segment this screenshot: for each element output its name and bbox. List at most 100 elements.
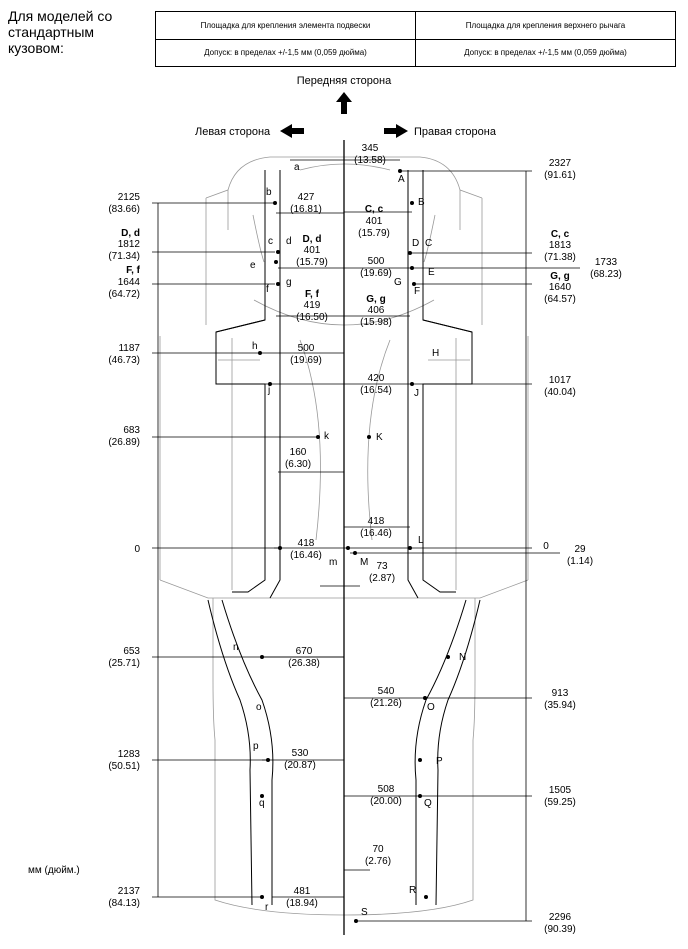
- left-dim-in: (64.72): [108, 289, 140, 300]
- left-dim-in: (26.89): [108, 437, 140, 448]
- center-dim-mm: 420: [368, 373, 385, 384]
- center-dimensions: 345 (13.58) 427 (16.81) C, c 401 (15.79)…: [284, 143, 402, 909]
- point-labels: a A b B c d D C e E g G f F h H j J k K …: [233, 162, 466, 918]
- point-label: G: [394, 277, 402, 288]
- center-dim-in: (21.26): [370, 698, 402, 709]
- left-dim-mm: 683: [123, 425, 140, 436]
- right-dim-in: (64.57): [544, 294, 576, 305]
- point-label: L: [418, 535, 424, 546]
- center-dim-code: C, c: [365, 204, 384, 215]
- left-dimensions: 2125 (83.66) D, d 1812 (71.34) F, f 1644…: [108, 192, 140, 909]
- left-dim-in: (46.73): [108, 355, 140, 366]
- table-header-cell: Площадка для крепления элемента подвески: [155, 11, 416, 40]
- right-dim-in: (35.94): [544, 700, 576, 711]
- table-cell: Допуск: в пределах +/-1,5 мм (0,059 дюйм…: [155, 38, 416, 67]
- center-dim-in: (15.98): [360, 317, 392, 328]
- center-dim-in: (16.46): [290, 550, 322, 561]
- point-label: n: [233, 642, 239, 653]
- center-dim-in: (2.76): [365, 856, 391, 867]
- center-dim-mm: 419: [304, 300, 321, 311]
- center-dim-mm: 481: [294, 886, 311, 897]
- point-label: b: [266, 187, 272, 198]
- point-label: a: [294, 162, 300, 173]
- point-label: K: [376, 432, 383, 443]
- center-dim-mm: 70: [372, 844, 384, 855]
- right-dim-in: (68.23): [590, 269, 622, 280]
- point-label: k: [324, 431, 330, 442]
- left-dim-mm: 1644: [118, 277, 141, 288]
- right-dim-mm: 913: [552, 688, 569, 699]
- point-label: j: [267, 385, 270, 396]
- right-dim-in: (90.39): [544, 924, 576, 935]
- point-label: p: [253, 741, 259, 752]
- center-dim-in: (19.69): [290, 355, 322, 366]
- left-dim-mm: 653: [123, 646, 140, 657]
- point-label: O: [427, 702, 435, 713]
- right-dim-mm: 2296: [549, 912, 572, 923]
- center-dim-in: (20.87): [284, 760, 316, 771]
- point-label: d: [286, 236, 292, 247]
- measurement-points: [258, 169, 450, 923]
- left-dim-mm: 0: [134, 544, 140, 555]
- point-label: m: [329, 557, 337, 568]
- front-arrow-icon: [336, 92, 352, 114]
- center-dim-in: (6.30): [285, 459, 311, 470]
- point-label: B: [418, 197, 425, 208]
- point-label: c: [268, 236, 273, 247]
- center-dim-in: (18.94): [286, 898, 318, 909]
- point-label: S: [361, 907, 368, 918]
- center-dim-mm: 540: [378, 686, 395, 697]
- left-label: Левая сторона: [195, 126, 271, 138]
- center-dim-in: (16.46): [360, 528, 392, 539]
- right-dim-mm: 2327: [549, 158, 572, 169]
- right-dim-mm: 0: [543, 541, 549, 552]
- right-dim-mm: 29: [574, 544, 586, 555]
- center-dim-mm: 160: [290, 447, 307, 458]
- center-dim-mm: 418: [368, 516, 385, 527]
- point-label: o: [256, 702, 262, 713]
- right-dim-in: (71.38): [544, 252, 576, 263]
- point-label: A: [398, 174, 405, 185]
- center-dim-in: (15.79): [358, 228, 390, 239]
- right-dim-in: (91.61): [544, 170, 576, 181]
- point-label: F: [414, 286, 420, 297]
- point-label: C: [425, 238, 432, 249]
- center-dim-mm: 73: [376, 561, 388, 572]
- table-header-cell: Площадка для крепления верхнего рычага: [415, 11, 676, 40]
- left-dim-in: (83.66): [108, 204, 140, 215]
- center-dim-code: F, f: [305, 289, 320, 300]
- point-label: N: [459, 652, 466, 663]
- center-dim-in: (20.00): [370, 796, 402, 807]
- right-dim-code: C, c: [551, 229, 570, 240]
- center-dim-mm: 670: [296, 646, 313, 657]
- right-dimensions: 2327 (91.61) C, c 1813 (71.38) 1733 (68.…: [543, 158, 622, 935]
- center-dim-in: (16.81): [290, 204, 322, 215]
- right-dim-mm: 1017: [549, 375, 572, 386]
- table-cell: Допуск: в пределах +/-1,5 мм (0,059 дюйм…: [415, 38, 676, 67]
- point-label: M: [360, 557, 368, 568]
- center-dim-in: (2.87): [369, 573, 395, 584]
- point-label: r: [265, 902, 269, 913]
- point-label: q: [259, 798, 265, 809]
- right-dim-mm: 1813: [549, 240, 572, 251]
- right-dim-in: (59.25): [544, 797, 576, 808]
- point-label: H: [432, 348, 439, 359]
- left-dim-mm: 1812: [118, 239, 141, 250]
- point-label: g: [286, 277, 292, 288]
- center-dim-mm: 345: [362, 143, 379, 154]
- point-label: D: [412, 238, 419, 249]
- right-arrow-icon: [384, 124, 408, 138]
- right-label: Правая сторона: [414, 126, 497, 138]
- dimension-lines: [152, 159, 580, 922]
- center-dim-code: G, g: [366, 294, 385, 305]
- left-dim-code: D, d: [121, 228, 140, 239]
- left-dim-mm: 2137: [118, 886, 141, 897]
- point-label: J: [414, 388, 419, 399]
- right-dim-mm: 1640: [549, 282, 572, 293]
- point-label: e: [250, 260, 256, 271]
- center-dim-code: D, d: [303, 234, 322, 245]
- left-dim-mm: 1283: [118, 749, 141, 760]
- right-dim-in: (1.14): [567, 556, 593, 567]
- center-dim-in: (15.79): [296, 257, 328, 268]
